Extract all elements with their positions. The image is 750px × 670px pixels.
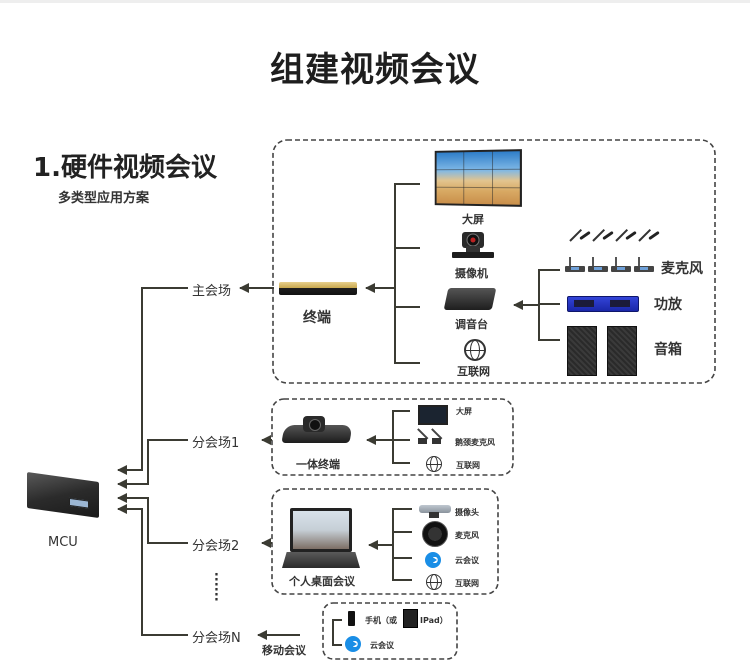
video-wall-icon: [434, 149, 522, 207]
device-label: 互联网: [455, 579, 479, 588]
speaker-icon: [607, 326, 637, 376]
laptop-base-icon: [282, 552, 360, 568]
device-label: 摄像机: [455, 267, 488, 280]
branch-2-link: [117, 493, 188, 544]
speakerphone-icon: [422, 521, 448, 547]
terminal-label: 一体终端: [296, 458, 340, 471]
speaker-icon: [567, 326, 597, 376]
device-label: 麦克风: [455, 531, 479, 540]
laptop-icon: [290, 508, 352, 552]
branch-1-label: 分会场1: [192, 436, 240, 451]
mcu-label: MCU: [48, 535, 78, 550]
branch-n-link: [117, 504, 188, 636]
device-label: 大屏: [456, 407, 472, 416]
device-label: 云会议: [455, 556, 479, 565]
audio-label: 功放: [654, 297, 682, 313]
video-bar-camera-icon: [303, 416, 325, 432]
tablet-icon: [403, 609, 418, 628]
globe-icon: [426, 574, 442, 590]
section-subtitle: 多类型应用方案: [58, 191, 150, 206]
device-label: 手机（或: [365, 616, 397, 625]
phone-icon: [348, 611, 355, 626]
mixer-icon: [443, 288, 497, 310]
branch-n-label: 分会场N: [192, 631, 241, 646]
device-label: 互联网: [456, 461, 480, 470]
microphone-icon: [611, 228, 637, 272]
main-site-box: [272, 139, 716, 384]
branch-2-box: [271, 488, 499, 595]
branch-n-box: [322, 602, 458, 660]
ptz-camera-icon: [452, 232, 494, 258]
terminal-label: 终端: [303, 310, 331, 326]
device-label: IPad）: [420, 616, 448, 625]
section-title: 1.硬件视频会议: [33, 153, 217, 183]
webcam-icon: [419, 505, 451, 518]
amplifier-icon: [567, 296, 639, 312]
microphone-icon: [634, 228, 660, 272]
cloud-meeting-icon: [425, 552, 441, 568]
globe-icon: [464, 339, 486, 361]
branch-1-link: [117, 439, 188, 489]
audio-label: 麦克风: [661, 261, 703, 277]
globe-icon: [426, 456, 442, 472]
device-label: 云会议: [370, 641, 394, 650]
gooseneck-mic-icon: [417, 428, 432, 444]
device-label: 大屏: [462, 213, 484, 226]
terminal-label: 个人桌面会议: [289, 575, 355, 588]
main-site-label: 主会场: [192, 284, 232, 299]
gooseneck-mic-icon: [431, 428, 446, 444]
device-label: 互联网: [457, 365, 490, 378]
terminal-device-icon: [279, 282, 357, 295]
terminal-label: 移动会议: [262, 644, 306, 657]
cloud-meeting-icon: [345, 636, 361, 652]
branch-2-label: 分会场2: [192, 539, 240, 554]
top-strip: [0, 0, 750, 3]
device-label: 鹅颈麦克风: [455, 438, 495, 447]
microphone-icon: [588, 228, 614, 272]
screen-icon: [418, 405, 448, 425]
audio-label: 音箱: [654, 342, 682, 358]
device-label: 摄像头: [455, 508, 479, 517]
branch-1-box: [271, 398, 514, 476]
microphone-icon: [565, 228, 591, 272]
more-branches-ellipsis: ······: [214, 568, 219, 608]
main-site-link: [117, 287, 188, 475]
device-label: 调音台: [455, 318, 488, 331]
page-title: 组建视频会议: [270, 50, 480, 90]
